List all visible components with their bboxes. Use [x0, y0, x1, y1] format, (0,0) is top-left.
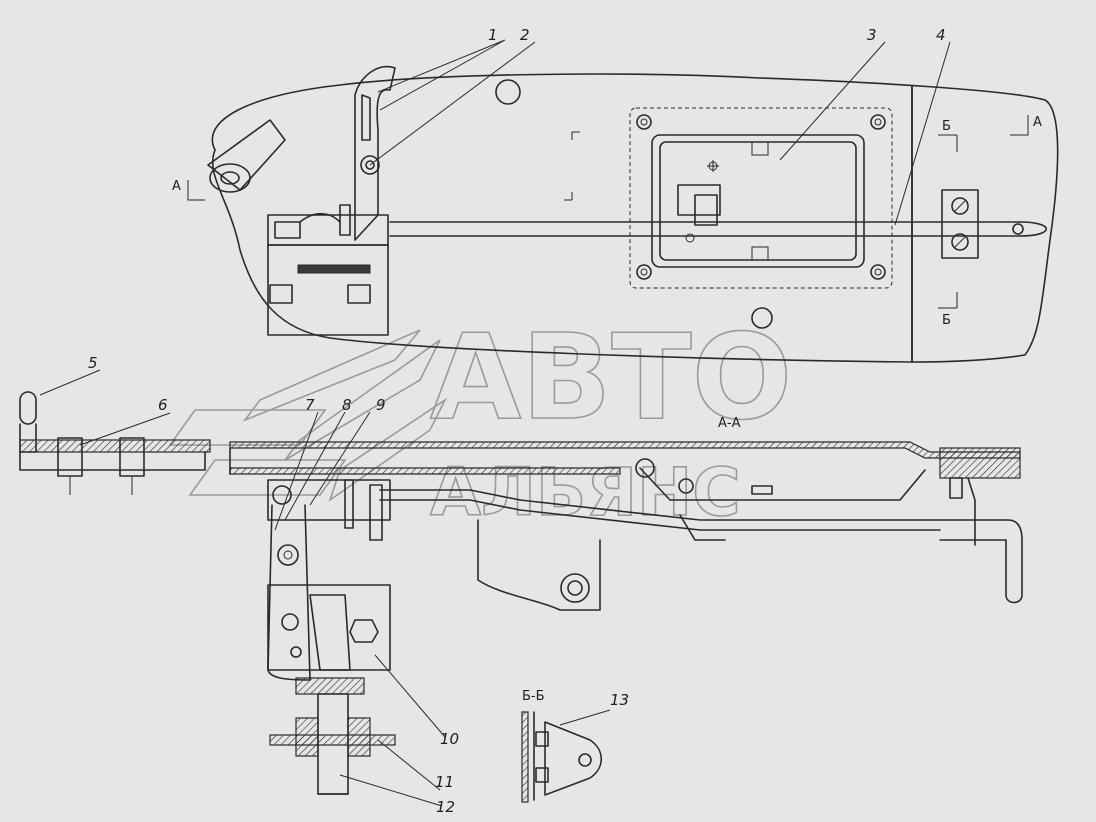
section-bb-title: Б-Б	[522, 689, 545, 704]
callout-6: 6	[158, 396, 168, 414]
callout-5: 5	[88, 354, 98, 372]
watermark-logo	[168, 329, 448, 503]
section-b-mark-bottom: Б	[942, 313, 951, 328]
watermark: АВТО АЛЬЯНС	[168, 307, 793, 532]
callout-4: 4	[936, 26, 946, 44]
pin-5	[19, 391, 37, 453]
callout-3: 3	[867, 26, 877, 44]
callout-labels: 1 2 3 4 5 6 7 8 9 10 11 12 13	[88, 26, 946, 816]
lock-assembly	[267, 479, 396, 795]
lever-assembly	[267, 65, 396, 336]
callout-12: 12	[436, 798, 455, 816]
control-rod	[389, 189, 1048, 259]
callout-8: 8	[342, 396, 352, 414]
callout-7: 7	[305, 396, 315, 414]
section-aa-title: А-А	[718, 416, 741, 431]
section-aa-view: А-А	[19, 416, 1023, 611]
section-marks-top: А А Б Б	[172, 115, 1042, 328]
watermark-line1: АВТО	[430, 308, 792, 446]
section-b-mark-top: Б	[942, 119, 951, 134]
callout-10: 10	[440, 730, 459, 748]
section-a-mark-right: А	[1033, 115, 1042, 130]
callout-9: 9	[376, 396, 386, 414]
section-a-mark-left: А	[172, 179, 181, 194]
callout-11: 11	[435, 773, 454, 791]
callout-1: 1	[488, 26, 498, 44]
leader-lines	[39, 39, 951, 807]
window-frame	[629, 107, 893, 289]
callout-2: 2	[520, 26, 530, 44]
callout-13: 13	[610, 691, 629, 709]
section-bb-view: Б-Б	[521, 689, 603, 803]
top-view-body	[207, 73, 1059, 363]
